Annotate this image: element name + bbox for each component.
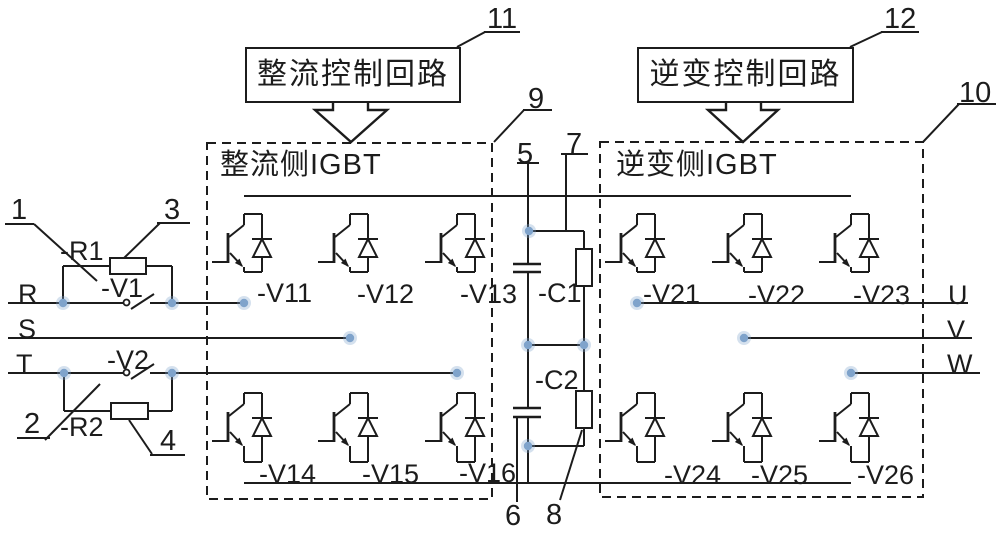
igbt-cell [425,213,486,273]
switch-label-v2: -V2 [107,345,150,375]
igbt-cell [425,392,486,463]
igbt-label-v11: -V11 [257,278,313,308]
phase-label-u: U [948,280,968,310]
phase-label-t: T [16,349,33,379]
igbt-cell [212,213,273,273]
callout-3: 3 [164,194,181,226]
control-arrows [311,96,782,144]
rectifier-control-box: 整流控制回路 [245,47,461,103]
igbt-cell [712,392,773,463]
igbt-cell [819,392,880,463]
callout-12: 12 [884,3,917,35]
igbt-label-v13: -V13 [460,279,518,309]
phase-label-w: W [947,349,973,379]
igbt-label-v22: -V22 [748,280,806,310]
igbt-cell [605,213,666,273]
resistor-label-r1: -R1 [60,236,104,266]
igbt-label-v14: -V14 [259,459,317,489]
resistor-label-r2: -R2 [60,412,104,442]
igbt-cell [712,213,773,273]
igbt-label-v16: -V16 [459,458,517,488]
callout-4: 4 [160,425,177,457]
rectifier-igbt-section-title: 整流侧IGBT [220,149,382,181]
igbt-label-v15: -V15 [362,459,420,489]
phase-label-r: R [18,279,38,309]
callout-10: 10 [959,77,992,109]
callout-6: 6 [505,500,522,532]
rectifier-control-box-label: 整流控制回路 [257,58,449,91]
inverter-control-box: 逆变控制回路 [637,47,854,103]
phase-label-s: S [18,314,37,344]
igbt-cells [212,213,880,463]
igbt-cell [819,213,880,273]
callout-7: 7 [566,128,583,160]
igbt-label-v24: -V24 [664,460,722,490]
igbt-cell [605,392,666,463]
inverter-control-box-label: 逆变控制回路 [649,58,842,91]
igbt-section-boxes [206,141,924,500]
igbt-label-v26: -V26 [857,460,915,490]
callout-9: 9 [528,83,545,115]
callout-1: 1 [11,194,28,226]
igbt-label-v25: -V25 [751,460,809,490]
capacitor-label-c1: -C1 [538,278,582,308]
igbt-label-v12: -V12 [357,279,415,309]
wires [5,31,996,502]
igbt-label-v23: -V23 [853,280,911,310]
igbt-cell [318,392,379,463]
switch-label-v1: -V1 [101,273,144,303]
callout-8: 8 [546,499,563,531]
capacitor-label-c2: -C2 [535,365,579,395]
igbt-label-v21: -V21 [643,279,701,309]
igbt-cell [212,392,273,463]
callout-5: 5 [517,138,534,170]
igbt-cell [318,213,379,273]
callout-2: 2 [24,408,41,440]
junction-dots [56,224,858,453]
callout-11: 11 [487,3,518,35]
phase-label-v: V [947,315,966,345]
inverter-igbt-section-title: 逆变侧IGBT [616,149,778,181]
